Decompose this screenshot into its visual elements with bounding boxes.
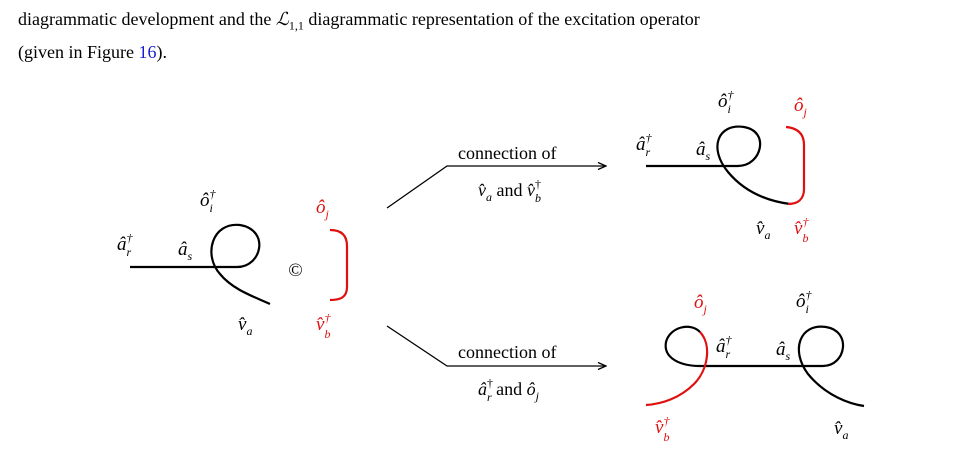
tr-label-o-i-dagger: ô†i [718, 88, 735, 116]
tr-label-a-s: âs [696, 139, 711, 163]
figure-link[interactable]: 16 [138, 41, 157, 62]
bottom-right-diagram: ôj â†r âs ô†i v̂†b v̂a [645, 288, 865, 444]
label-o-i-dagger: ô†i [200, 187, 217, 215]
tr-label-v-a: v̂a [756, 218, 770, 242]
left-loop [210, 223, 271, 305]
br-red-loop [645, 331, 709, 407]
left-diagram: â†r âs ô†i v̂a © ôj v̂†b [117, 187, 349, 341]
product-symbol: © [288, 260, 302, 281]
br-label-o-i-dagger: ô†i [796, 288, 813, 316]
br-label-a-s: âs [776, 339, 791, 363]
bottom-connection-arrow: connection of â†r and ôj [386, 325, 606, 404]
bottom-arrow-caption-2: â†r and ôj [478, 376, 540, 404]
br-black-left-loop [664, 325, 701, 368]
paragraph-text: diagrammatic development and the ℒ1,1 di… [18, 6, 968, 65]
tr-loop [716, 125, 791, 206]
br-loop [797, 325, 865, 408]
tr-label-o-j: ôj [794, 95, 808, 119]
tr-red-bracket [785, 125, 806, 206]
br-label-o-j: ôj [694, 292, 708, 316]
label-v-a: v̂a [238, 314, 252, 338]
bottom-arrow-line [386, 325, 606, 366]
top-connection-arrow: connection of v̂a and v̂†b [386, 143, 606, 209]
paragraph-line-2: (given in Figure 16). [18, 41, 167, 62]
paragraph-line-1: diagrammatic development and the ℒ1,1 di… [18, 9, 700, 33]
tr-label-a-r-dagger: â†r [636, 131, 653, 159]
label-o-j: ôj [316, 197, 330, 221]
script-l-symbol: ℒ [275, 9, 289, 30]
tr-label-v-b-dagger: v̂†b [794, 215, 809, 245]
top-arrow-caption-1: connection of [458, 143, 556, 163]
label-a-s: âs [178, 239, 193, 263]
label-v-b-dagger: v̂†b [316, 311, 331, 341]
br-label-v-b-dagger: v̂†b [655, 414, 670, 444]
bottom-arrow-caption-1: connection of [458, 342, 556, 362]
br-label-a-r-dagger: â†r [716, 333, 733, 361]
br-label-v-a: v̂a [834, 418, 848, 442]
label-a-r-dagger: â†r [117, 231, 134, 259]
left-red-bracket [329, 228, 349, 302]
top-arrow-line [386, 166, 606, 209]
top-arrow-caption-2: v̂a and v̂†b [478, 177, 541, 205]
top-right-diagram: â†r âs ô†i ôj v̂a v̂†b [636, 88, 809, 245]
